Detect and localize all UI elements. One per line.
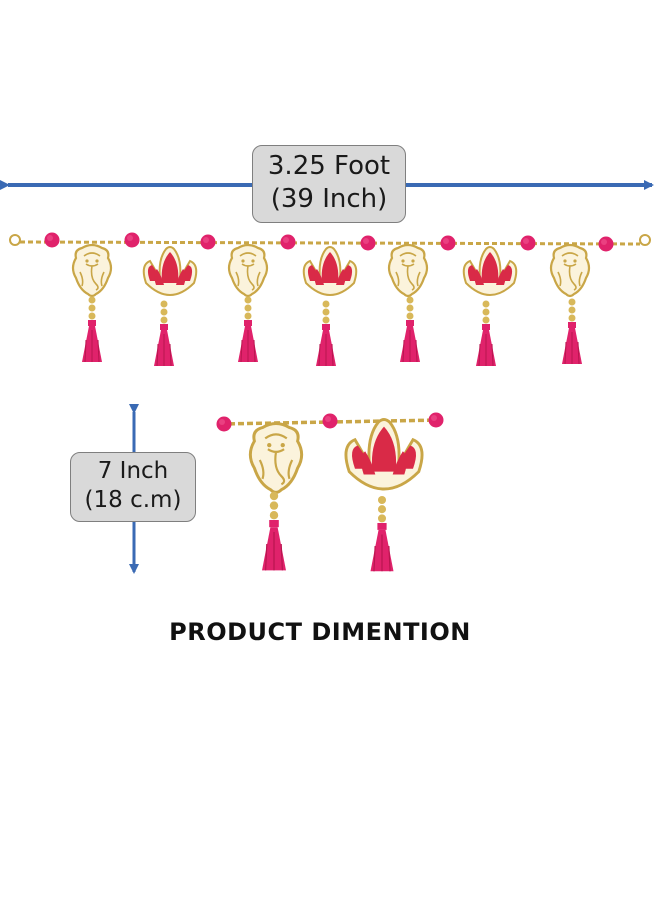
height-dimension-label: 7 Inch (18 c.m) xyxy=(70,452,196,522)
width-value-inch: (39 Inch) xyxy=(270,183,388,214)
height-value-inch: 7 Inch xyxy=(97,458,169,484)
height-value-cm: (18 c.m) xyxy=(84,486,182,513)
full-garland xyxy=(9,232,651,367)
width-dimension-label: 3.25 Foot (39 Inch) xyxy=(252,145,406,223)
product-dimension-caption: PRODUCT DIMENTION xyxy=(169,618,471,646)
detail-garland xyxy=(216,412,444,572)
width-value-foot: 3.25 Foot xyxy=(267,151,391,181)
